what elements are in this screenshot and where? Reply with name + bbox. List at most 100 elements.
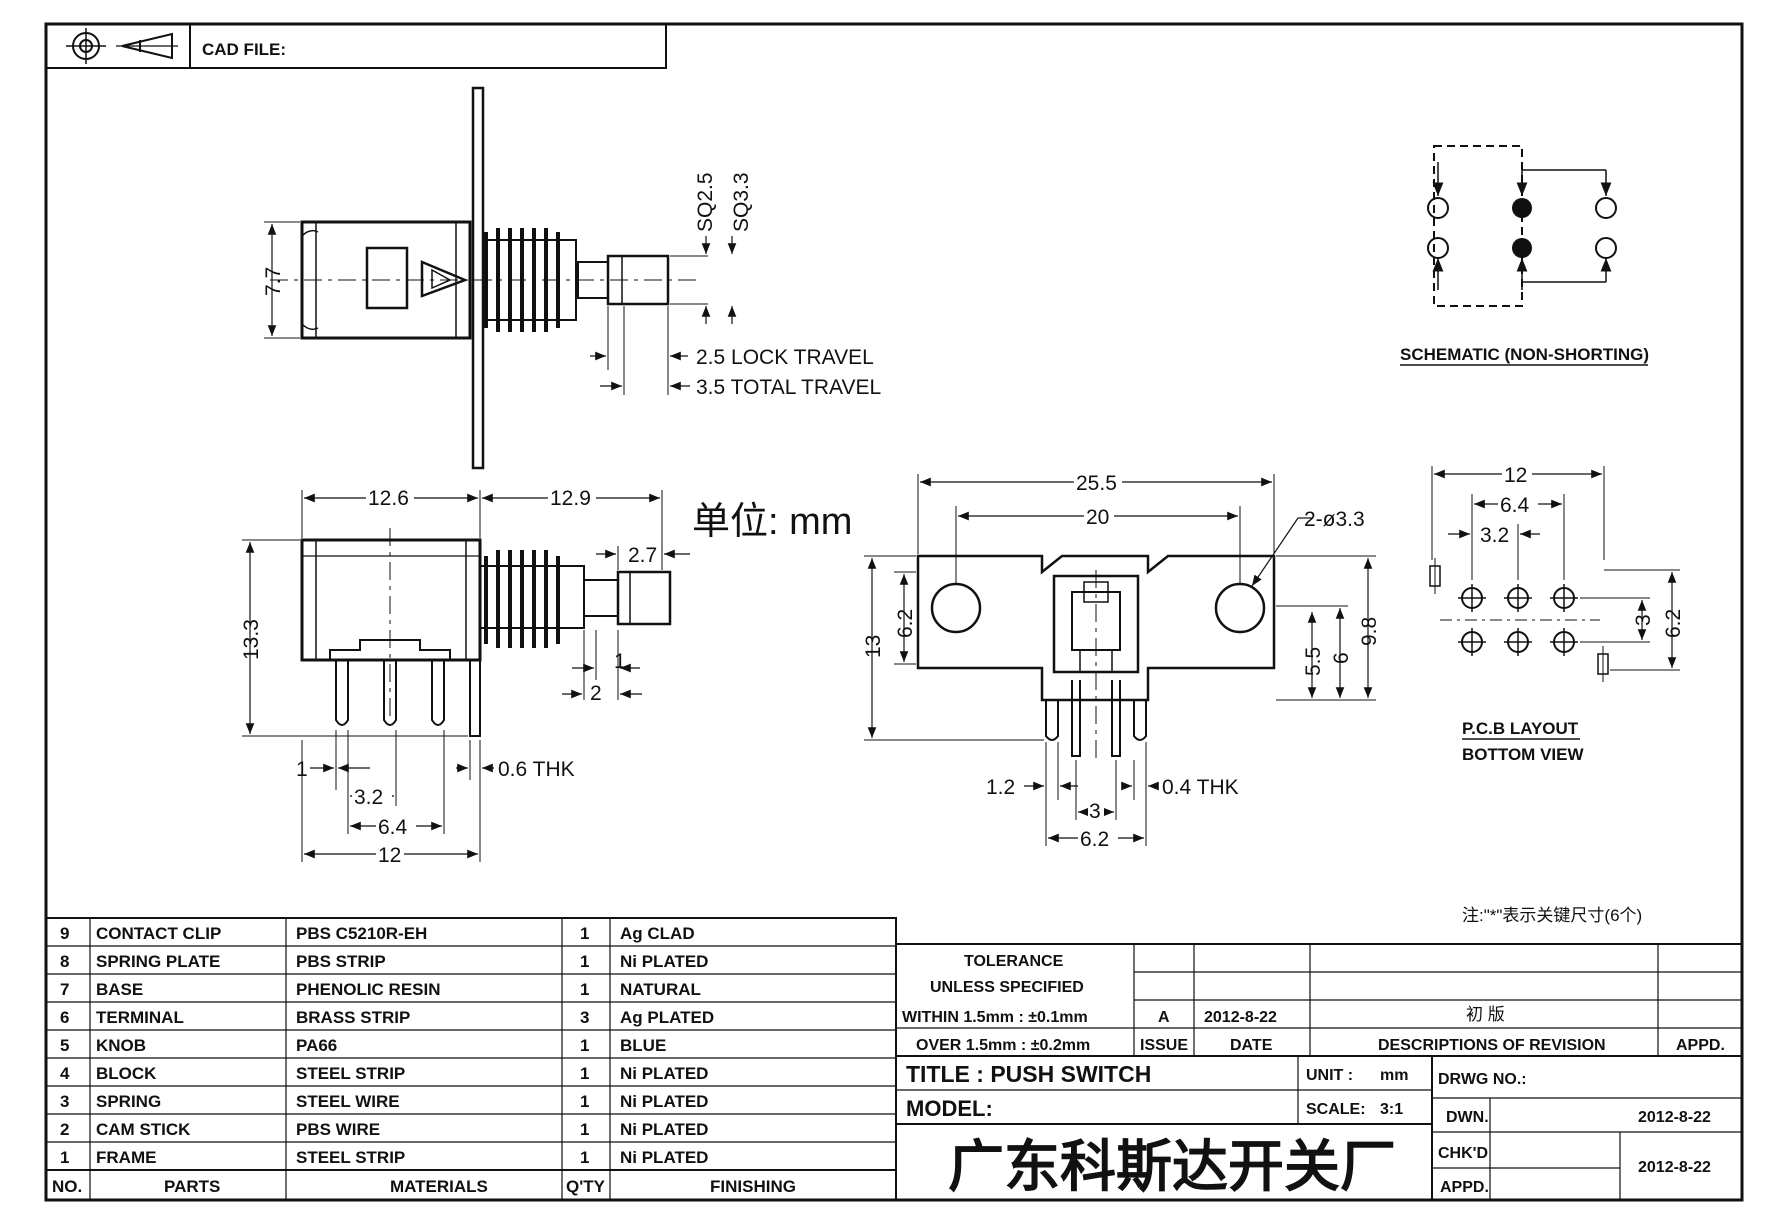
- bom-no: 7: [60, 980, 69, 999]
- drawing-title: TITLE : PUSH SWITCH: [906, 1061, 1151, 1087]
- scale-label: SCALE:: [1306, 1101, 1366, 1118]
- bom-no: 4: [60, 1064, 70, 1083]
- bom-finish: Ni PLATED: [620, 1148, 708, 1167]
- model-label: MODEL:: [906, 1096, 993, 1121]
- dim-6-4: 6.4: [378, 816, 408, 839]
- revision-date: 2012-8-22: [1204, 1009, 1277, 1026]
- bom-row: 6 TERMINAL BRASS STRIP 3 Ag PLATED: [60, 1008, 714, 1027]
- dim-13-3: 13.3: [240, 619, 263, 660]
- schematic: SCHEMATIC (NON-SHORTING): [1400, 145, 1649, 366]
- revision-description: 初 版: [1466, 1005, 1505, 1024]
- pcb-dim-6-2: 6.2: [1662, 609, 1685, 638]
- bom-material: STEEL WIRE: [296, 1092, 400, 1111]
- dim-20: 20: [1086, 506, 1109, 529]
- bom-row: 7 BASE PHENOLIC RESIN 1 NATURAL: [60, 980, 701, 999]
- dim-7-7: 7.7: [262, 267, 285, 296]
- dim-25-5: 25.5: [1076, 472, 1117, 495]
- bom-part: KNOB: [96, 1036, 146, 1055]
- bom-no: 5: [60, 1036, 69, 1055]
- bom-qty: 3: [580, 1008, 589, 1027]
- dim-1-2: 1.2: [986, 776, 1015, 799]
- schematic-label: SCHEMATIC (NON-SHORTING): [1400, 345, 1649, 364]
- bom-row: 2 CAM STICK PBS WIRE 1 Ni PLATED: [60, 1120, 708, 1139]
- bom-qty: 1: [580, 952, 589, 971]
- date-label: DATE: [1230, 1037, 1273, 1054]
- cad-file-label: CAD FILE:: [202, 40, 286, 59]
- dim-13: 13: [862, 635, 885, 658]
- descriptions-label: DESCRIPTIONS OF REVISION: [1378, 1037, 1606, 1054]
- bom-row: 3 SPRING STEEL WIRE 1 Ni PLATED: [60, 1092, 708, 1111]
- dim-12-9: 12.9: [550, 487, 591, 510]
- dim-sq2-5: SQ2.5: [694, 172, 717, 232]
- checked-label: CHK'D: [1438, 1145, 1488, 1162]
- bom-row: 4 BLOCK STEEL STRIP 1 Ni PLATED: [60, 1064, 708, 1083]
- bom-finish: Ag CLAD: [620, 924, 695, 943]
- bom-qty: 1: [580, 980, 589, 999]
- bom-part: FRAME: [96, 1148, 156, 1167]
- dim-9-8: 9.8: [1358, 617, 1381, 646]
- bom-material: PHENOLIC RESIN: [296, 980, 441, 999]
- key-dimension-note: 注:"*"表示关键尺寸(6个): [1462, 906, 1642, 925]
- dim-0-6-thk: 0.6 THK: [498, 758, 575, 781]
- side-view: 7.7 SQ2.5 SQ3.3 2.5 LOCK TRAVEL 3.5 TOTA…: [262, 86, 881, 470]
- bom-table: 9 CONTACT CLIP PBS C5210R-EH 1 Ag CLAD 8…: [45, 917, 897, 1201]
- cad-file-header: CAD FILE:: [45, 23, 667, 69]
- bom-qty: 1: [580, 924, 589, 943]
- bom-finish: Ni PLATED: [620, 1120, 708, 1139]
- pcb-dim-6-4: 6.4: [1500, 494, 1530, 517]
- bom-part: BLOCK: [96, 1064, 157, 1083]
- bom-row: 5 KNOB PA66 1 BLUE: [60, 1036, 666, 1055]
- revision-issue: A: [1158, 1009, 1170, 1026]
- unit-value: mm: [1380, 1067, 1408, 1084]
- bom-material: PA66: [296, 1036, 337, 1055]
- dim-12: 12: [378, 844, 401, 867]
- dim-3-2: 3.2: [354, 786, 383, 809]
- bom-material: BRASS STRIP: [296, 1008, 410, 1027]
- front-view: 12.6 12.9 2.7 13.3 1 2 1 0.6 THK: [240, 484, 690, 867]
- dim-5-5: 5.5: [1302, 647, 1325, 676]
- tolerance-label: TOLERANCE: [964, 953, 1064, 970]
- bom-part: SPRING: [96, 1092, 161, 1111]
- bom-finish: Ni PLATED: [620, 952, 708, 971]
- scale-value: 3:1: [1380, 1101, 1403, 1118]
- bom-part: SPRING PLATE: [96, 952, 220, 971]
- dim-sq3-3: SQ3.3: [730, 172, 753, 232]
- end-view: 25.5 20 2-ø3.3 13 6.2 9.8 6 5.5: [862, 470, 1381, 851]
- drawn-label: DWN.: [1446, 1109, 1489, 1126]
- lock-travel-label: 2.5 LOCK TRAVEL: [696, 346, 874, 369]
- pcb-dim-3-2: 3.2: [1480, 524, 1509, 547]
- approved-label: APPD.: [1440, 1179, 1489, 1196]
- bom-no: 6: [60, 1008, 69, 1027]
- bom-part: BASE: [96, 980, 143, 999]
- bom-finish: NATURAL: [620, 980, 701, 999]
- dim-6-2-span: 6.2: [1080, 828, 1109, 851]
- bom-qty: 1: [580, 1092, 589, 1111]
- bom-material: PBS WIRE: [296, 1120, 380, 1139]
- bom-finish: Ni PLATED: [620, 1064, 708, 1083]
- pcb-dim-3: 3: [1632, 614, 1655, 626]
- bom-part: CONTACT CLIP: [96, 924, 221, 943]
- pcb-view-label: BOTTOM VIEW: [1462, 745, 1584, 764]
- bom-no: 2: [60, 1120, 69, 1139]
- tolerance-within: WITHIN 1.5mm : ±0.1mm: [902, 1009, 1088, 1026]
- dim-pin-1: 1: [296, 758, 308, 781]
- bom-qty: 1: [580, 1064, 589, 1083]
- bom-finish: BLUE: [620, 1036, 666, 1055]
- dim-0-4-thk: 0.4 THK: [1162, 776, 1239, 799]
- bom-material: STEEL STRIP: [296, 1148, 405, 1167]
- total-travel-label: 3.5 TOTAL TRAVEL: [696, 376, 881, 399]
- bom-no: 3: [60, 1092, 69, 1111]
- dim-3: 3: [1089, 800, 1101, 823]
- unit-note: 单位: mm: [692, 501, 852, 543]
- dim-12-6: 12.6: [368, 487, 409, 510]
- bom-header-no: NO.: [52, 1177, 82, 1196]
- bom-header-parts: PARTS: [164, 1177, 220, 1196]
- bom-row: 1 FRAME STEEL STRIP 1 Ni PLATED: [60, 1148, 708, 1167]
- dim-1: 1: [614, 650, 626, 673]
- bom-finish: Ag PLATED: [620, 1008, 714, 1027]
- drawn-date: 2012-8-22: [1638, 1109, 1711, 1126]
- bom-header-qty: Q'TY: [566, 1177, 606, 1196]
- title-block: TOLERANCE UNLESS SPECIFIED WITHIN 1.5mm …: [895, 943, 1743, 1200]
- issue-label: ISSUE: [1140, 1037, 1188, 1054]
